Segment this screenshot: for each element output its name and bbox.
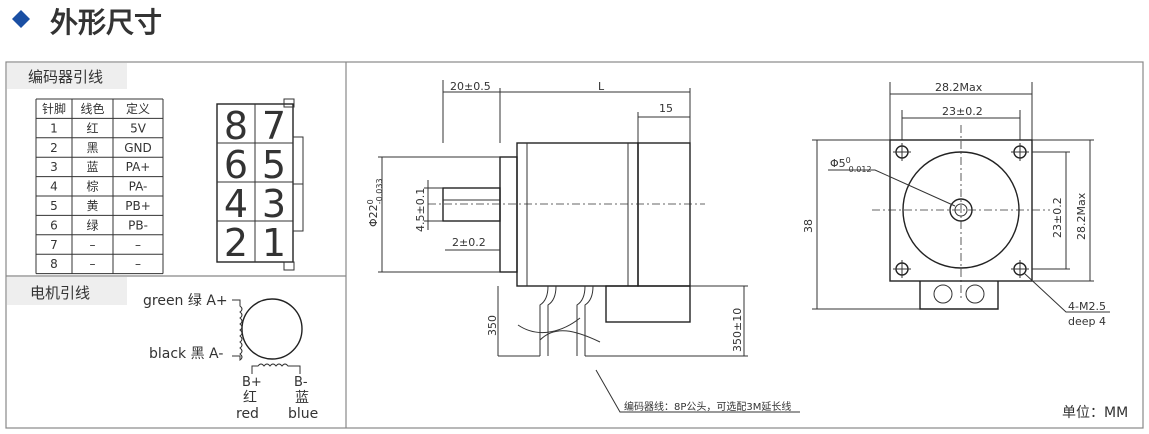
table-cell: PB+ (125, 199, 151, 213)
motor-symbol (241, 298, 303, 360)
table-header-cell: 针脚 (42, 101, 66, 116)
dim-flange-thickness: 2±0.2 (452, 236, 486, 249)
table-header-cell: 线色 (80, 102, 104, 116)
hole-spec: 4-M2.5 (1068, 300, 1106, 313)
table-cell: 8 (50, 257, 58, 271)
table-cell: 蓝 (86, 160, 98, 174)
b-plus-label: B+ (242, 375, 262, 390)
table-cell: PA- (129, 180, 148, 194)
table-cell: 2 (50, 141, 58, 155)
diamond-icon (12, 10, 30, 28)
green-a-plus-label: green 绿 A+ (143, 293, 228, 309)
dim-width-max: 28.2Max (935, 81, 983, 94)
table-cell: – (90, 238, 96, 252)
connector-pin-number: 1 (262, 221, 286, 265)
coil-b (251, 363, 301, 374)
encoder-panel: 编码器引线 针脚线色 定义 1 红 5V 2 黑 GND 3 蓝 PA+ 4 棕 PA- 5 黄 PB+ 6 绿 PB… (7, 63, 304, 275)
dim-phi5: Φ50-0.012 (830, 156, 872, 174)
side-view: 20±0.5 L 15 Φ220-0.033 4.5±0 (366, 80, 800, 413)
dim-encoder-lead-length: 350±10 (731, 308, 744, 352)
wire-bundle-2 (576, 285, 586, 356)
dim-height-overall: 38 (802, 219, 815, 233)
table-cell: 5 (50, 199, 58, 213)
dim-phi22: Φ220-0.033 (366, 178, 384, 227)
connector-pin-number: 8 (224, 104, 248, 148)
table-cell: 7 (50, 238, 58, 252)
dim-hole-spacing-y: 23±0.2 (1051, 197, 1064, 238)
dim-flat-depth: 4.5±0.1 (414, 188, 427, 232)
table-cell: 红 (86, 120, 98, 135)
wire-bundle-1 (539, 285, 549, 356)
dim-shaft-length: 20±0.5 (450, 80, 491, 93)
note-leader (595, 369, 800, 413)
unit-label: 单位：MM (1062, 405, 1128, 421)
table-cell: – (90, 257, 96, 271)
coil-a (232, 299, 243, 362)
dim-height-max: 28.2Max (1075, 192, 1088, 240)
encoder-panel-title: 编码器引线 (28, 68, 103, 86)
b-minus-en-label: blue (288, 406, 318, 422)
motor-panel-title: 电机引线 (30, 284, 90, 302)
hole-depth: deep 4 (1068, 315, 1106, 328)
drawing-frame (5, 61, 1144, 429)
table-cell: 4 (50, 180, 58, 194)
b-plus-cn-label: 红 (243, 390, 257, 406)
table-cell: – (135, 257, 141, 271)
mounting-holes (893, 143, 1029, 278)
page-title: 外形尺寸 (50, 6, 162, 39)
b-plus-en-label: red (236, 406, 259, 422)
dim-hole-spacing-x: 23±0.2 (942, 105, 983, 118)
connector-pin-number: 2 (224, 221, 248, 265)
table-cell: 黑 (86, 141, 98, 155)
b-minus-cn-label: 蓝 (295, 390, 309, 406)
encoder-cable-note: 编码器线：8P公头，可选配3M延长线 (624, 400, 791, 413)
table-cell: 绿 (86, 217, 98, 232)
table-cell: – (135, 238, 141, 252)
table-cell: PA+ (126, 160, 151, 174)
table-cell: 棕 (86, 179, 98, 194)
connector-pin-number: 7 (262, 104, 286, 148)
table-cell: PB- (128, 218, 148, 232)
table-cell: 6 (50, 218, 58, 232)
table-header-cell: 定义 (126, 101, 150, 116)
motor-wiring-panel: 电机引线 green 绿 A+ black 黑 A- B+ 红 red B- 蓝… (7, 277, 318, 422)
connector-pin-number: 6 (224, 143, 248, 187)
section-header: 外形尺寸 (12, 6, 162, 39)
connector-pin-number: 5 (262, 143, 286, 187)
connector-pin-number: 4 (224, 182, 248, 226)
connector-pin-number: 3 (262, 182, 286, 226)
table-cell: 5V (130, 121, 147, 135)
dim-encoder-length: 15 (659, 102, 673, 115)
table-cell: GND (124, 141, 152, 155)
front-view: 28.2Max 23±0.2 Φ50-0.012 (802, 81, 1128, 421)
dim-body-length: L (598, 80, 605, 93)
table-cell: 1 (50, 121, 58, 135)
b-minus-label: B- (294, 375, 308, 390)
dim-motor-lead-length: 350 (486, 315, 499, 336)
encoder-table: 针脚线色 定义 1 红 5V 2 黑 GND 3 蓝 PA+ 4 棕 PA- 5 黄 PB+ 6 绿 PB- 7 – – 8 –… (35, 98, 164, 275)
table-cell: 黄 (86, 199, 98, 213)
black-a-minus-label: black 黑 A- (149, 346, 223, 362)
table-cell: 3 (50, 160, 58, 174)
